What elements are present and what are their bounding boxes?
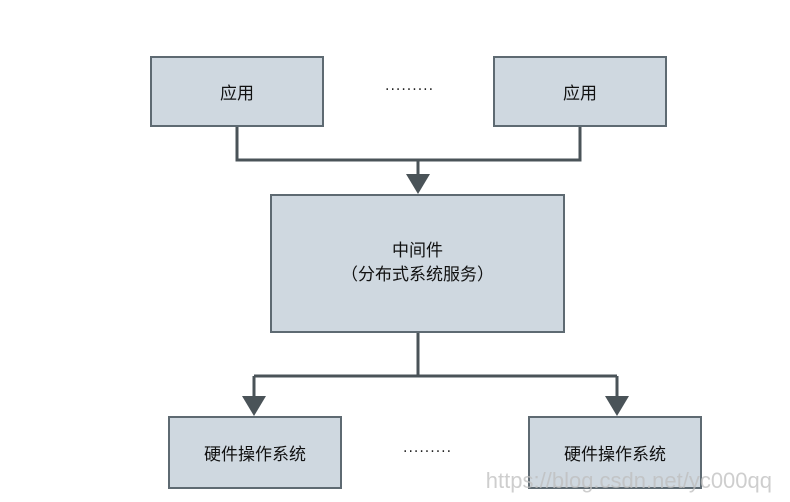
os-box-left: 硬件操作系统 [168, 416, 342, 489]
arrow-to-bottom-right [605, 396, 629, 416]
app-box-right-label: 应用 [563, 84, 597, 104]
os-box-left-label: 硬件操作系统 [204, 445, 306, 465]
arrow-to-bottom-left [242, 396, 266, 416]
app-box-left: 应用 [150, 56, 324, 127]
watermark-text: https://blog.csdn.net/yc000qq [485, 468, 772, 493]
top-left-connector [235, 126, 418, 162]
os-box-right-label: 硬件操作系统 [564, 445, 666, 465]
middleware-subtitle: （分布式系统服务） [341, 264, 494, 285]
app-box-right: 应用 [493, 56, 667, 127]
top-ellipsis: ········· [385, 82, 435, 98]
bottom-ellipsis: ········· [403, 444, 453, 460]
os-box-right: 硬件操作系统 [528, 416, 702, 489]
app-box-left-label: 应用 [220, 84, 254, 104]
middleware-title: 中间件 [392, 240, 443, 261]
middleware-box: 中间件 （分布式系统服务） [270, 194, 565, 333]
arrow-to-middleware [406, 174, 430, 194]
top-right-connector [418, 126, 582, 162]
